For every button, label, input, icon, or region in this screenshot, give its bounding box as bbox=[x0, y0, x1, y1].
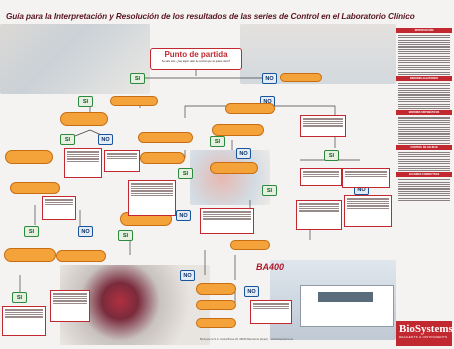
info-box bbox=[342, 168, 390, 188]
yes-badge: SI bbox=[12, 292, 27, 303]
no-badge: NO bbox=[262, 73, 277, 84]
yes-badge: SI bbox=[178, 168, 193, 179]
sidebar-heading: ERRORES SISTEMÁTICOS bbox=[396, 110, 452, 116]
yes-badge: SI bbox=[24, 226, 39, 237]
info-box bbox=[64, 148, 102, 178]
decision-node bbox=[140, 152, 185, 164]
info-box bbox=[344, 195, 392, 227]
lab-photo-left bbox=[0, 24, 150, 94]
device-label: BA400 bbox=[256, 262, 285, 272]
biosystems-logo: BioSystems REAGENTS & INSTRUMENTS bbox=[396, 321, 453, 346]
sidebar-heading: ACCIONES CORRECTIVAS bbox=[396, 172, 452, 178]
tube-photo bbox=[190, 150, 270, 205]
yes-badge: SI bbox=[78, 96, 93, 107]
decision-node bbox=[110, 96, 158, 106]
info-box bbox=[296, 200, 342, 230]
info-box bbox=[300, 168, 342, 186]
decision-node bbox=[56, 250, 106, 262]
decision-node bbox=[210, 162, 258, 174]
footer-text: BioSystems S.A. Costa Brava 30, 08030 Ba… bbox=[200, 338, 293, 341]
info-box bbox=[50, 290, 90, 322]
start-subtitle: Se sale otro, ¿hay algún valor de contro… bbox=[161, 60, 231, 63]
yes-badge: SI bbox=[130, 73, 145, 84]
analyzer-panel bbox=[318, 292, 373, 302]
start-box: Punto de partida Se sale otro, ¿hay algú… bbox=[150, 48, 242, 70]
decision-node bbox=[60, 112, 108, 126]
yes-badge: SI bbox=[324, 150, 339, 161]
yes-badge: SI bbox=[60, 134, 75, 145]
decision-node bbox=[280, 73, 322, 82]
sidebar-heading: INTRODUCCIÓN bbox=[396, 28, 452, 33]
decision-node bbox=[5, 150, 53, 164]
decision-node bbox=[230, 240, 270, 250]
info-box bbox=[128, 180, 176, 216]
decision-node bbox=[10, 182, 60, 194]
sidebar-heading: CONTROL DE CALIDAD bbox=[396, 144, 452, 150]
no-badge: NO bbox=[98, 134, 113, 145]
brand-tagline: REAGENTS & INSTRUMENTS bbox=[399, 335, 448, 339]
info-box bbox=[2, 306, 46, 336]
no-badge: NO bbox=[236, 148, 251, 159]
yes-badge: SI bbox=[262, 185, 277, 196]
no-badge: NO bbox=[78, 226, 93, 237]
info-box bbox=[42, 196, 76, 220]
decision-node bbox=[225, 103, 275, 114]
no-badge: NO bbox=[244, 286, 259, 297]
decision-node bbox=[196, 318, 236, 328]
decision-node bbox=[138, 132, 193, 143]
yes-badge: SI bbox=[118, 230, 133, 241]
info-box bbox=[200, 208, 254, 234]
decision-node bbox=[4, 248, 56, 262]
info-box bbox=[104, 150, 140, 172]
info-box bbox=[300, 115, 346, 137]
sidebar: INTRODUCCIÓN ERRORES ALEATORIOS ERRORES … bbox=[396, 28, 452, 318]
decision-node bbox=[196, 283, 236, 295]
decision-node bbox=[212, 124, 264, 136]
info-box bbox=[250, 300, 292, 324]
decision-node bbox=[196, 300, 236, 310]
sidebar-heading: ERRORES ALEATORIOS bbox=[396, 76, 452, 82]
no-badge: NO bbox=[176, 210, 191, 221]
brand-name: BioSystems bbox=[399, 323, 453, 335]
start-title: Punto de partida bbox=[164, 50, 228, 59]
no-badge: NO bbox=[180, 270, 195, 281]
poster-title: Guía para la Interpretación y Resolución… bbox=[6, 12, 415, 21]
yes-badge: SI bbox=[210, 136, 225, 147]
